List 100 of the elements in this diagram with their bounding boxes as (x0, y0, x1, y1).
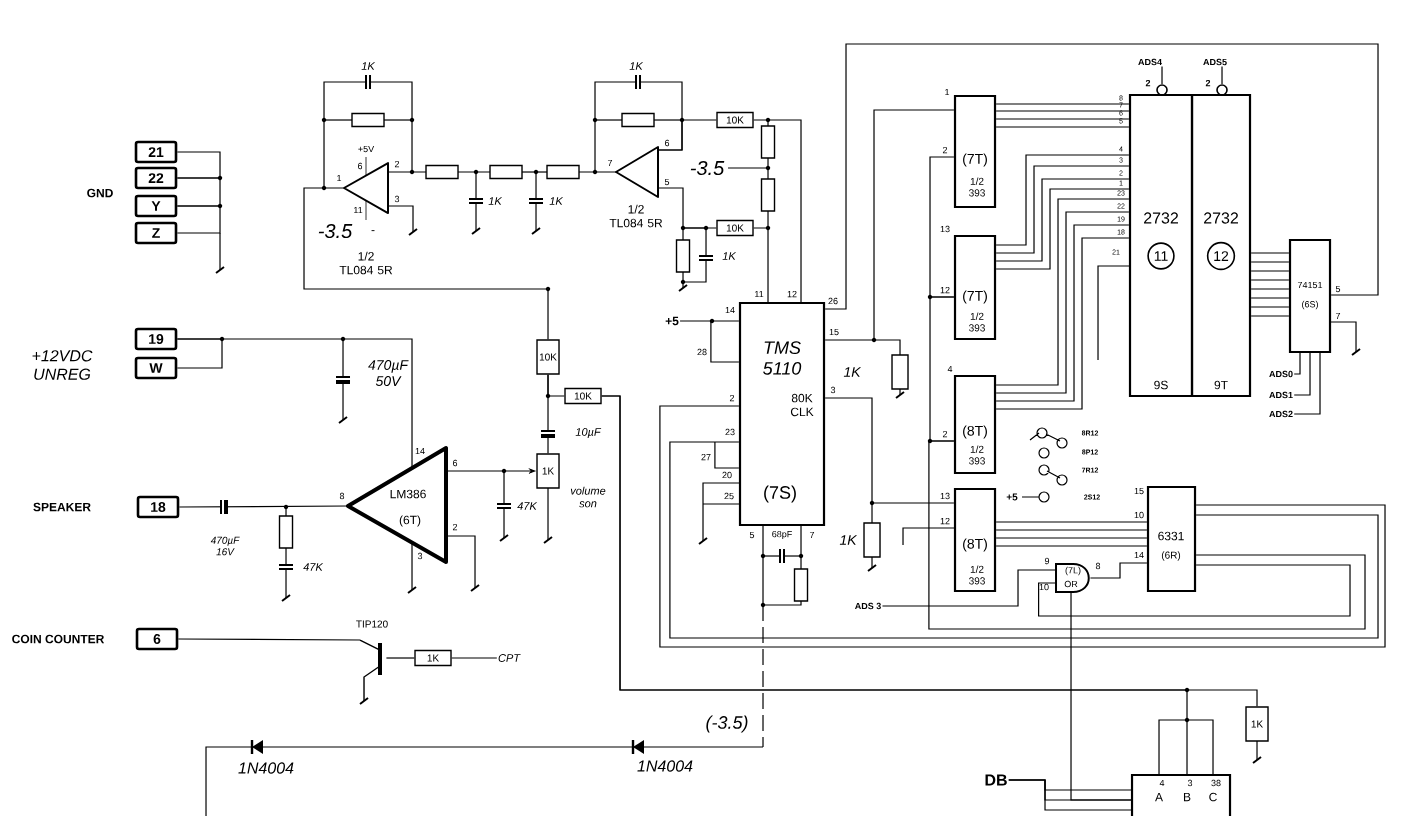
pin-number: 2 (942, 146, 948, 154)
signal-label: ADS4 (1138, 58, 1162, 66)
pin-number: 2 (394, 160, 400, 168)
component-value: 10µF (575, 428, 602, 438)
part-label: TIP120 (356, 620, 388, 628)
pin-number: 2 (1205, 79, 1211, 87)
wire (1250, 297, 1290, 299)
component-value: 1K (549, 197, 564, 205)
wire (1250, 288, 1290, 290)
pin-number: 14 (415, 447, 425, 455)
wire (1070, 591, 1133, 801)
wire (995, 103, 1130, 105)
component-value: 1K (629, 62, 644, 70)
signal-label: +5V (358, 145, 375, 153)
signal-label: GND (87, 188, 113, 198)
component-value: 1K (843, 367, 862, 377)
component-value: 47K (303, 563, 324, 571)
connector-pin-box: Y (134, 194, 178, 218)
wire (176, 205, 221, 234)
pin-number: 38 (1211, 779, 1221, 787)
pin-number: 11 (755, 290, 764, 298)
wire (601, 395, 1214, 776)
pin-number: 14 (1134, 551, 1144, 559)
pin-number: 20 (722, 471, 732, 479)
wire (176, 177, 221, 207)
wire (1250, 315, 1290, 317)
pin-number: 1 (945, 88, 950, 96)
signal-label: COIN COUNTER (12, 634, 105, 644)
wire (303, 187, 549, 340)
wire (659, 405, 1386, 648)
wire (1293, 352, 1301, 375)
ic-chip: (8T) 1/2 393 (953, 374, 997, 475)
component-value: 1N4004 (238, 762, 294, 774)
pin-number: 2 (942, 430, 948, 438)
pin-number: 2 (729, 394, 735, 402)
wire (657, 187, 717, 229)
signal-label: -3.5 (318, 223, 353, 239)
wire (176, 338, 413, 469)
pin-number: 6 (358, 162, 363, 170)
wire (824, 397, 955, 504)
wire (995, 521, 1148, 523)
ic-chip: 6331 (6R) (1146, 485, 1197, 593)
wire (995, 165, 1130, 254)
wire (178, 505, 349, 508)
component-value: 1K (722, 252, 737, 260)
component-value: 47K (517, 502, 538, 510)
wire (385, 657, 415, 659)
pin-number: 11 (354, 206, 363, 214)
wire (1293, 352, 1311, 396)
pin-number: 5 (664, 178, 670, 186)
ic-chip: (7T) 1/2 393 (953, 234, 997, 341)
signal-label: ADS1 (1269, 391, 1293, 399)
transistor-symbol (359, 639, 382, 702)
signal-label: ADS2 (1269, 410, 1293, 418)
ic-chip: TMS 5110 80K CLK (7S) (738, 301, 826, 527)
wire (1250, 252, 1290, 254)
part-label: 1/2 TL084 5R (339, 251, 393, 275)
signal-label: ADS0 (1269, 370, 1293, 378)
signal-label: +5 (665, 316, 679, 326)
wire (451, 657, 498, 659)
wire (881, 569, 1057, 607)
resistor: 1K (414, 649, 452, 667)
wire (753, 119, 802, 303)
wire (1250, 306, 1290, 308)
wire (1250, 279, 1290, 281)
component-value: 1K (488, 197, 503, 205)
connector-pin-box: 19 (134, 327, 178, 351)
signal-label: (-3.5) (706, 715, 748, 733)
pin-number: 4 (1159, 779, 1165, 787)
pin-number: 13 (940, 225, 950, 233)
connector-pin-box: 21 (134, 140, 178, 164)
signal-label: CPT (498, 654, 521, 662)
component-value: 1N4004 (637, 760, 693, 772)
resistor: 10K (716, 111, 754, 129)
wire (995, 529, 1148, 531)
wire (1250, 261, 1290, 263)
resistor: 10K (564, 387, 602, 405)
ic-chip: (7T) 1/2 393 (953, 94, 997, 209)
connector-pin-box: 22 (134, 166, 178, 190)
wire (995, 178, 1130, 262)
resistor: 10K (716, 219, 754, 237)
component-value: 470µF 50V (368, 360, 409, 386)
resistor: 10K (536, 339, 560, 375)
wire (929, 156, 955, 298)
pin-number: 8 (1095, 562, 1101, 570)
or-gate: (7L) OR (1055, 563, 1090, 593)
pin-number: 28 (697, 348, 707, 356)
wire (995, 545, 1148, 547)
pin-number: 6 (453, 459, 458, 467)
component-value: volume son (570, 486, 606, 508)
wire (176, 151, 221, 179)
signal-label: +12VDC UNREG (32, 350, 93, 380)
signal-label: +5 (1006, 493, 1018, 501)
pin-number: 6 (665, 139, 670, 147)
wire (995, 126, 1130, 128)
wire (547, 374, 549, 454)
op-amp-triangle (615, 146, 659, 198)
wire (995, 537, 1148, 539)
connector-pin-box: 6 (135, 627, 179, 651)
wire (176, 338, 223, 369)
